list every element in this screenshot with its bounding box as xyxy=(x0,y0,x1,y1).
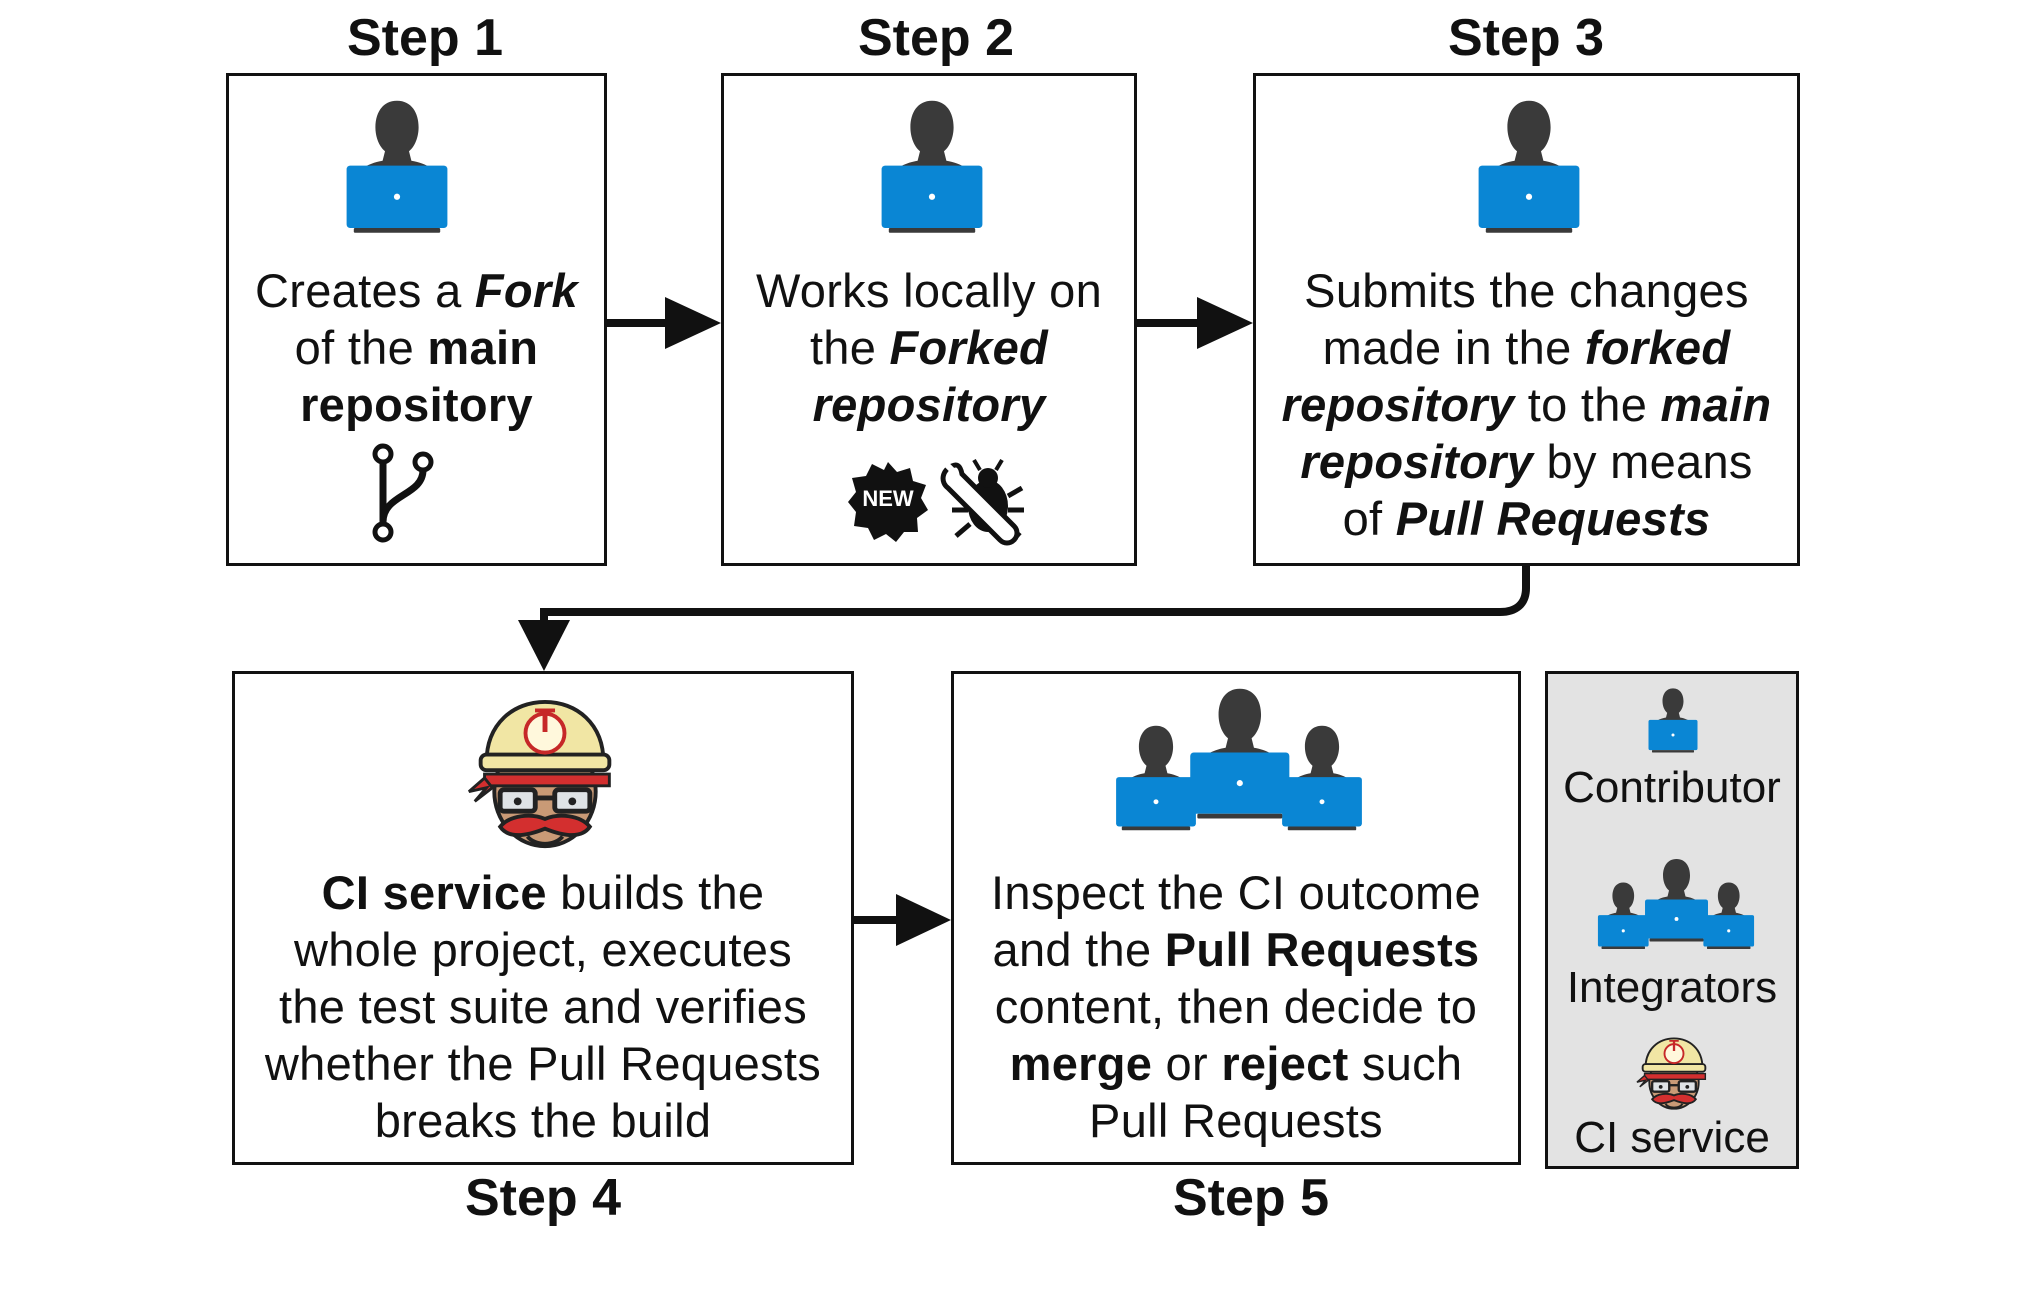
step-4-title: Step 4 xyxy=(464,1169,622,1227)
step-2-title: Step 2 xyxy=(857,9,1015,67)
legend-mascot-letter: T xyxy=(1669,1038,1679,1055)
contributor-icon xyxy=(1638,686,1708,756)
integrators-icon xyxy=(1116,688,1362,831)
step-5-box: Inspect the CI outcome and the Pull Requ… xyxy=(951,671,1521,1165)
arrow-step2-to-step3 xyxy=(1137,297,1253,349)
contributor-icon xyxy=(1457,96,1601,240)
step-2-box: Works locally on the Forked repository N… xyxy=(721,73,1137,566)
contributor-icon xyxy=(325,96,469,240)
step-3-text: Submits the changes made in the forked r… xyxy=(1281,264,1772,545)
legend-box: Contributor Integrators T CI service xyxy=(1545,671,1799,1169)
step-2-text: Works locally on the Forked repository xyxy=(755,264,1103,431)
step-3-title: Step 3 xyxy=(1447,9,1605,67)
step-5-text: Inspect the CI outcome and the Pull Requ… xyxy=(991,866,1481,1147)
contributor-icon xyxy=(860,96,1004,240)
step-1-title: Step 1 xyxy=(346,9,504,67)
fork-icon xyxy=(372,443,434,543)
legend-contributor-label: Contributor xyxy=(1563,763,1781,812)
step-5-title: Step 5 xyxy=(1172,1169,1330,1227)
arrow-step4-to-step5 xyxy=(854,894,951,946)
step-4-text: CI service builds the whole project, exe… xyxy=(264,866,822,1147)
arrow-step1-to-step2 xyxy=(607,297,721,349)
mascot-letter: T xyxy=(534,702,556,740)
step-3-box: Submits the changes made in the forked r… xyxy=(1253,73,1800,566)
integrators-icon xyxy=(1597,858,1755,949)
bug-fix-icon xyxy=(940,458,1024,546)
legend-ci-service-label: CI service xyxy=(1574,1113,1770,1162)
legend-integrators-label: Integrators xyxy=(1566,963,1778,1012)
step-1-text: Creates a Fork of the main repository xyxy=(255,264,578,431)
arrow-step3-to-step4 xyxy=(518,566,1530,671)
step-4-box: T CI service builds the whole project, e… xyxy=(232,671,854,1165)
new-badge-icon: NEW xyxy=(846,460,930,544)
step-1-box: Creates a Fork of the main repository xyxy=(226,73,607,566)
